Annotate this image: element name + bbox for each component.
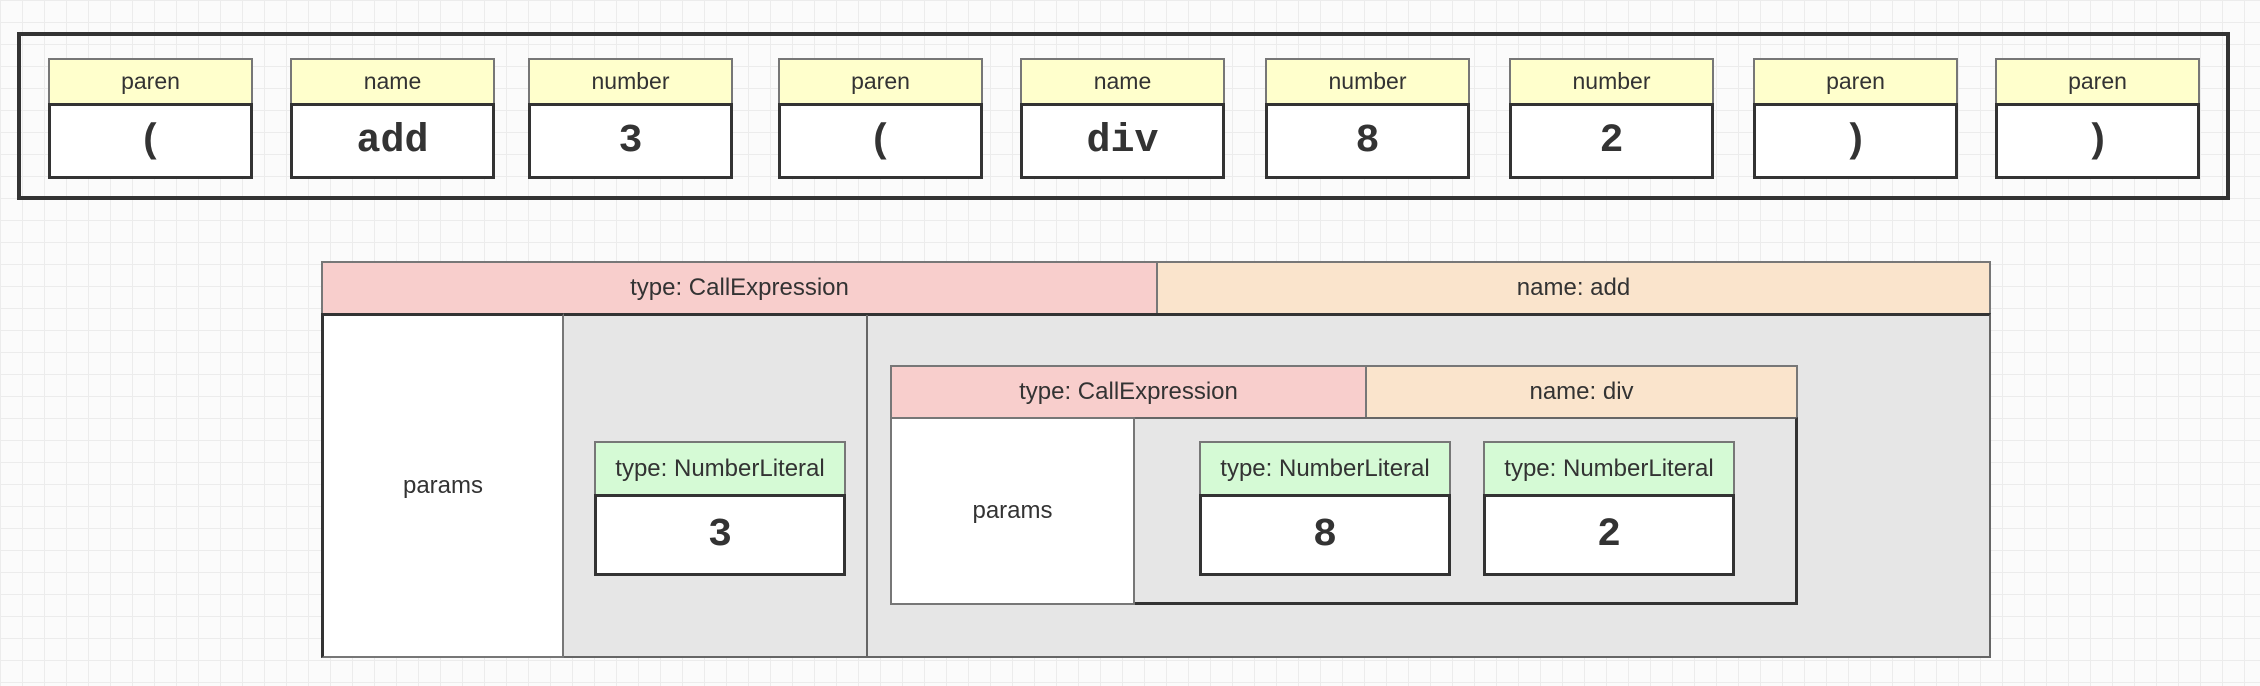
- token-type-label: paren: [1753, 58, 1958, 103]
- token-type-label: paren: [1995, 58, 2200, 103]
- token-value: ): [1753, 103, 1958, 179]
- number-literal-value: 8: [1199, 494, 1451, 576]
- call-expression-type-header: type: CallExpression: [321, 261, 1158, 315]
- params-divider: [866, 315, 868, 658]
- token-name-div: name div: [1020, 58, 1225, 179]
- token-type-label: number: [528, 58, 733, 103]
- call-expression-name-header: name: add: [1156, 261, 1991, 315]
- token-paren-open-2: paren (: [778, 58, 983, 179]
- token-value: 3: [528, 103, 733, 179]
- token-paren-open-1: paren (: [48, 58, 253, 179]
- token-value: 8: [1265, 103, 1470, 179]
- token-value: ): [1995, 103, 2200, 179]
- call-expression-type-header: type: CallExpression: [890, 365, 1367, 419]
- ast-call-expression-div: type: CallExpression name: div params ty…: [890, 365, 1798, 605]
- token-number-2: number 2: [1509, 58, 1714, 179]
- token-paren-close-2: paren ): [1995, 58, 2200, 179]
- token-paren-close-1: paren ): [1753, 58, 1958, 179]
- token-value: (: [48, 103, 253, 179]
- token-number-3: number 3: [528, 58, 733, 179]
- token-type-label: number: [1265, 58, 1470, 103]
- number-literal-type-header: type: NumberLiteral: [1199, 441, 1451, 496]
- params-label: params: [321, 313, 564, 658]
- number-literal-type-header: type: NumberLiteral: [594, 441, 846, 496]
- number-literal-value: 3: [594, 494, 846, 576]
- token-value: 2: [1509, 103, 1714, 179]
- token-value: (: [778, 103, 983, 179]
- call-expression-name-header: name: div: [1365, 365, 1798, 419]
- number-literal-value: 2: [1483, 494, 1735, 576]
- token-type-label: name: [1020, 58, 1225, 103]
- token-number-8: number 8: [1265, 58, 1470, 179]
- token-type-label: name: [290, 58, 495, 103]
- token-type-label: paren: [48, 58, 253, 103]
- token-type-label: paren: [778, 58, 983, 103]
- params-label: params: [890, 417, 1135, 605]
- token-value: div: [1020, 103, 1225, 179]
- token-name-add: name add: [290, 58, 495, 179]
- number-literal-type-header: type: NumberLiteral: [1483, 441, 1735, 496]
- ast-call-expression-add: type: CallExpression name: add params ty…: [321, 261, 1991, 658]
- token-value: add: [290, 103, 495, 179]
- token-type-label: number: [1509, 58, 1714, 103]
- token-list: paren ( name add number 3 paren ( name d…: [17, 32, 2230, 200]
